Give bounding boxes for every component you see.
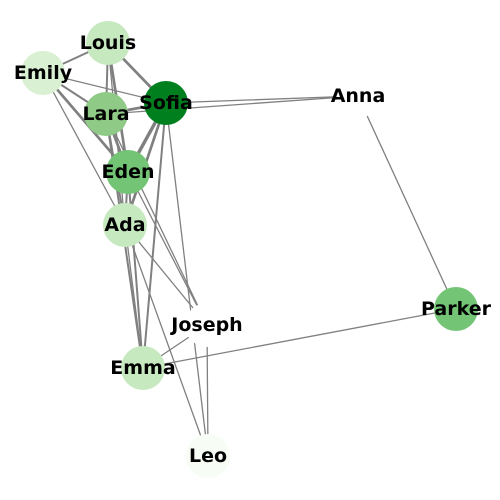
- edge-ada-leo: [124, 224, 209, 457]
- edge-sofia-anna: [165, 95, 359, 104]
- edge-sofia-emma: [142, 102, 167, 369]
- node-label-anna: Anna: [331, 85, 386, 107]
- node-label-lara: Lara: [82, 103, 129, 125]
- node-emma: [121, 346, 165, 390]
- node-label-emily: Emily: [14, 62, 73, 84]
- nodes-layer: [21, 21, 478, 478]
- edge-ada-emma: [124, 224, 144, 369]
- edge-sofia-leo: [165, 102, 209, 457]
- node-label-sofia: Sofia: [139, 92, 193, 114]
- node-sofia: [144, 81, 188, 125]
- node-label-joseph: Joseph: [169, 314, 242, 336]
- node-louis: [86, 21, 130, 65]
- node-joseph: [185, 303, 229, 347]
- node-label-leo: Leo: [189, 445, 227, 467]
- node-parker: [434, 287, 478, 331]
- node-lara: [84, 92, 128, 136]
- edge-emma-parker: [142, 308, 457, 369]
- node-leo: [186, 434, 230, 478]
- node-eden: [106, 150, 150, 194]
- node-ada: [103, 203, 147, 247]
- node-label-emma: Emma: [110, 357, 175, 379]
- node-label-louis: Louis: [80, 32, 137, 54]
- node-label-parker: Parker: [421, 298, 492, 320]
- edge-eden-joseph: [127, 171, 208, 326]
- node-emily: [21, 51, 65, 95]
- node-label-ada: Ada: [104, 214, 145, 236]
- edge-anna-parker: [357, 95, 457, 310]
- edge-louis-ada: [107, 42, 126, 226]
- edge-emily-ada: [42, 72, 126, 226]
- node-label-eden: Eden: [102, 161, 155, 183]
- node-anna: [336, 74, 380, 118]
